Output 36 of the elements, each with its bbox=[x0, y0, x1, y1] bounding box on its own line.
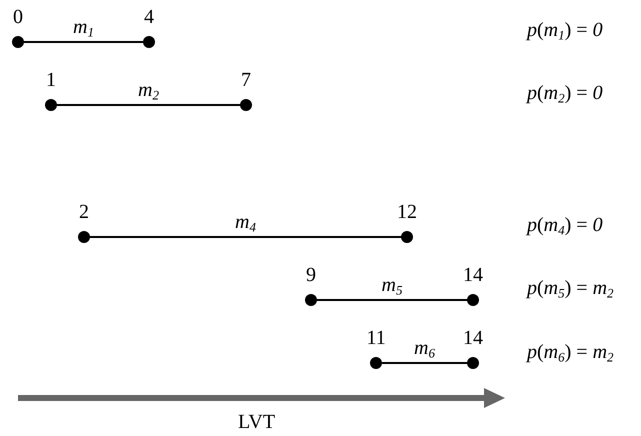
time-label: 1 bbox=[46, 70, 56, 90]
time-label: 14 bbox=[463, 328, 483, 348]
edge-label: m$_{4}$ bbox=[235, 212, 256, 232]
formula-label: p(m$_{2}$) = 0 bbox=[527, 83, 603, 103]
time-label: 0 bbox=[13, 7, 23, 27]
interval-line bbox=[317, 299, 467, 301]
endpoint-dot bbox=[305, 294, 317, 306]
endpoint-dot bbox=[143, 36, 155, 48]
time-label: 4 bbox=[144, 7, 154, 27]
formula-label: p(m$_{5}$) = m$_{2}$ bbox=[527, 278, 614, 298]
endpoint-dot bbox=[467, 294, 479, 306]
endpoint-dot bbox=[240, 99, 252, 111]
endpoint-dot bbox=[370, 357, 382, 369]
interval-line bbox=[24, 41, 143, 43]
interval-line bbox=[382, 362, 467, 364]
edge-label: m$_{2}$ bbox=[138, 80, 159, 100]
time-label: 12 bbox=[397, 202, 417, 222]
endpoint-dot bbox=[78, 231, 90, 243]
edge-label: m$_{6}$ bbox=[414, 338, 435, 358]
formula-label: p(m$_{4}$) = 0 bbox=[527, 215, 603, 235]
time-label: 11 bbox=[366, 328, 386, 348]
endpoint-dot bbox=[12, 36, 24, 48]
interval-line bbox=[57, 104, 240, 106]
edge-label: m$_{5}$ bbox=[382, 275, 402, 295]
time-label: 9 bbox=[306, 265, 316, 285]
endpoint-dot bbox=[401, 231, 413, 243]
time-label: 2 bbox=[79, 202, 89, 222]
axis-label: LVT bbox=[238, 412, 276, 432]
formula-label: p(m$_{6}$) = m$_{2}$ bbox=[527, 342, 614, 362]
time-label: 14 bbox=[463, 265, 483, 285]
interval-line bbox=[90, 236, 401, 238]
edge-label: m$_{1}$ bbox=[73, 17, 94, 37]
endpoint-dot bbox=[45, 99, 57, 111]
time-label: 7 bbox=[241, 70, 251, 90]
endpoint-dot bbox=[467, 357, 479, 369]
formula-label: p(m$_{1}$) = 0 bbox=[527, 20, 603, 40]
